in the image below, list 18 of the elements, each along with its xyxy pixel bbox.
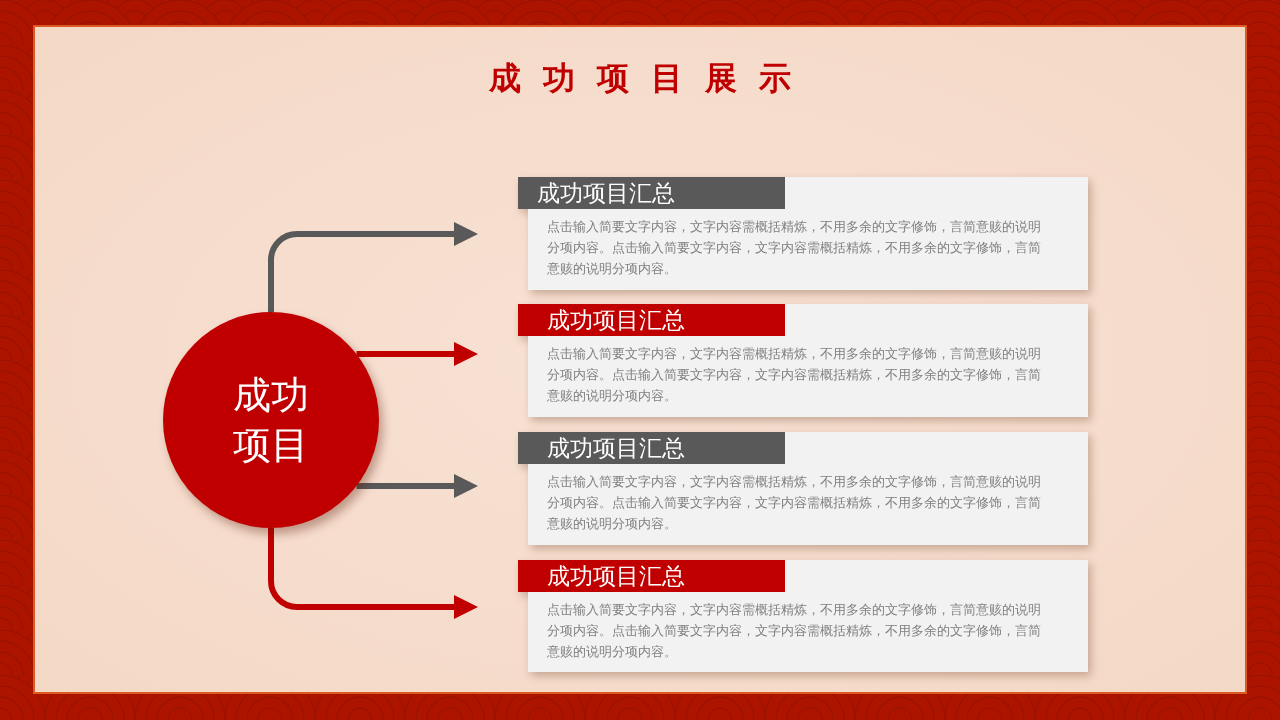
text-card	[518, 560, 1088, 672]
body-text: 点击输入简要文字内容，文字内容需概括精炼，不用多余的文字修饰，言简意赅的说明分项内容。点击输入简要文字内容，文字内容需概括精炼，不用多余的文字修饰，言简意赅的说明分项内容。	[547, 345, 1042, 405]
heading-tab: 成功项目汇总	[518, 304, 785, 336]
arrow	[268, 528, 478, 619]
title: 成功项目展示	[489, 58, 813, 99]
body-text: 点击输入简要文字内容，文字内容需概括精炼，不用多余的文字修饰，言简意赅的说明分项内容。点击输入简要文字内容，文字内容需概括精炼，不用多余的文字修饰，言简意赅的说明分项内容。	[547, 601, 1042, 661]
arrow	[268, 222, 478, 312]
body-text: 点击输入简要文字内容，文字内容需概括精炼，不用多余的文字修饰，言简意赅的说明分项内容。点击输入简要文字内容，文字内容需概括精炼，不用多余的文字修饰，言简意赅的说明分项内容。	[547, 473, 1042, 533]
text-card	[518, 304, 1088, 417]
heading-tab: 成功项目汇总	[518, 177, 785, 209]
text-card	[518, 177, 1088, 290]
heading-tab: 成功项目汇总	[518, 560, 785, 592]
arrow	[356, 342, 478, 366]
arrow	[356, 474, 478, 498]
heading-tab: 成功项目汇总	[518, 432, 785, 464]
body-text: 点击输入简要文字内容，文字内容需概括精炼，不用多余的文字修饰，言简意赅的说明分项内容。点击输入简要文字内容，文字内容需概括精炼，不用多余的文字修饰，言简意赅的说明分项内容。	[547, 218, 1042, 278]
circle-label: 成功项目	[232, 372, 310, 469]
text-card	[518, 432, 1088, 545]
